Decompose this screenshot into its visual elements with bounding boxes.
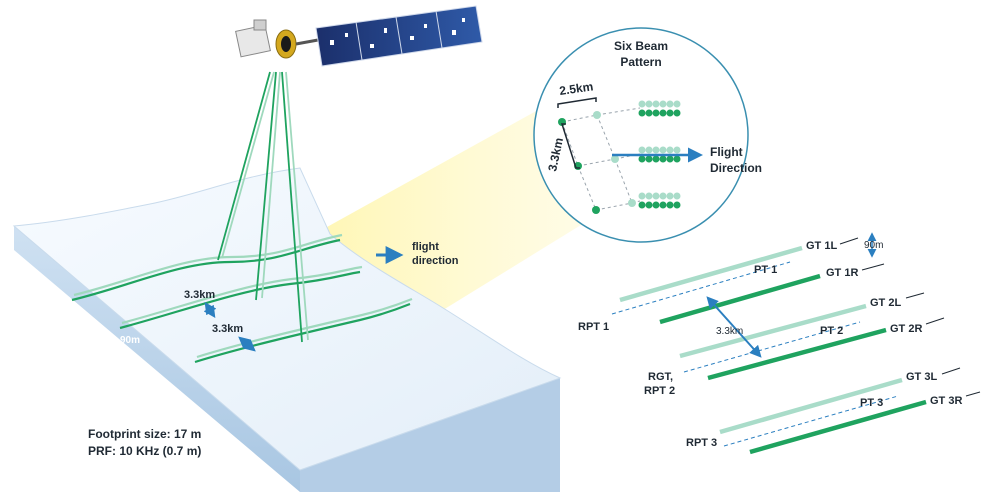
surface-spacing-label-2: 3.3km (212, 323, 243, 335)
pt2-label: PT 2 (820, 325, 843, 337)
surface-spacing-label-1: 3.3km (184, 289, 215, 301)
surface-spacing-arrow-2 (238, 336, 256, 352)
surface-flight-label-2: direction (412, 255, 459, 267)
track-diagram: GT 1L PT 1 GT 1R RPT 1 GT 2L PT 2 GT 2R … (578, 232, 981, 455)
inset-flight-label-2: Direction (710, 161, 762, 175)
rpt3-label: RPT 3 (686, 437, 717, 449)
inset-flight-label-1: Flight (710, 145, 743, 159)
inset-beam-dots (558, 111, 636, 214)
gt1r-label: GT 1R (826, 267, 858, 279)
track-spacing-label: 3.3km (716, 326, 743, 337)
inset-along-bracket (557, 97, 597, 108)
six-beam-inset: Six Beam Pattern Flight Direction 2.5km (533, 27, 762, 243)
gt1l-tail (839, 237, 859, 245)
gt1r-tail (861, 263, 885, 271)
gt1l-label: GT 1L (806, 240, 837, 252)
surface-track-1b (73, 233, 343, 297)
track-spacing-arrow (706, 296, 762, 358)
inset-across-bracket (560, 123, 580, 169)
beam-1b (221, 71, 275, 259)
inset-along-label: 2.5km (558, 79, 594, 98)
inset-beam-trains (638, 100, 681, 209)
track-beam-width-label: 90m (864, 240, 883, 251)
pt1-dash (611, 261, 791, 315)
surface-track-3 (194, 302, 411, 364)
gt2l-label: GT 2L (870, 297, 901, 309)
pt3-dash (723, 395, 899, 447)
surface-beam-width-label: 90m (120, 335, 140, 346)
inset-across-label: 3.3km (545, 136, 566, 172)
surface-track-2b (121, 265, 363, 325)
beam-1 (217, 71, 271, 261)
gt3l-tail (941, 367, 961, 375)
inset-title-2: Pattern (620, 55, 661, 69)
gt3l-track (719, 377, 903, 435)
pt3-label: PT 3 (860, 397, 883, 409)
ice-top-surface (12, 167, 562, 471)
laser-beams (217, 71, 309, 343)
rpt2-label-2: RPT 2 (644, 385, 675, 397)
beam-2b (261, 71, 281, 299)
gt1l-track (619, 245, 803, 303)
surface-flight-label-1: flight (412, 241, 439, 253)
surface-ground-tracks (71, 233, 413, 364)
inset-grid (561, 107, 641, 211)
ice-slab (12, 167, 562, 492)
pt2-dash (683, 321, 861, 373)
surface-track-3b (196, 297, 413, 359)
satellite-icon (235, 5, 483, 67)
beam-3 (281, 71, 303, 343)
prf-label: PRF: 10 KHz (0.7 m) (88, 444, 201, 458)
inset-title-1: Six Beam (614, 39, 668, 53)
surface-track-2 (119, 270, 361, 330)
gt2l-tail (905, 292, 925, 299)
gt2r-track (707, 327, 887, 381)
surface-spacing-arrow-1 (203, 302, 217, 318)
surface-track-1 (71, 238, 341, 302)
gt2r-tail (925, 317, 945, 325)
gt3r-label: GT 3R (930, 395, 962, 407)
footprint-label: Footprint size: 17 m (88, 427, 201, 441)
gt3l-label: GT 3L (906, 371, 937, 383)
beam-2 (255, 71, 277, 301)
gt2r-label: GT 2R (890, 323, 922, 335)
beam-3b (285, 71, 309, 341)
pt1-label: PT 1 (754, 264, 777, 276)
rpt1-label: RPT 1 (578, 321, 609, 333)
rpt2-label-1: RGT, (648, 371, 673, 383)
gt3r-tail (965, 391, 981, 397)
ice-right-side (300, 378, 560, 492)
gt3r-track (749, 399, 927, 455)
